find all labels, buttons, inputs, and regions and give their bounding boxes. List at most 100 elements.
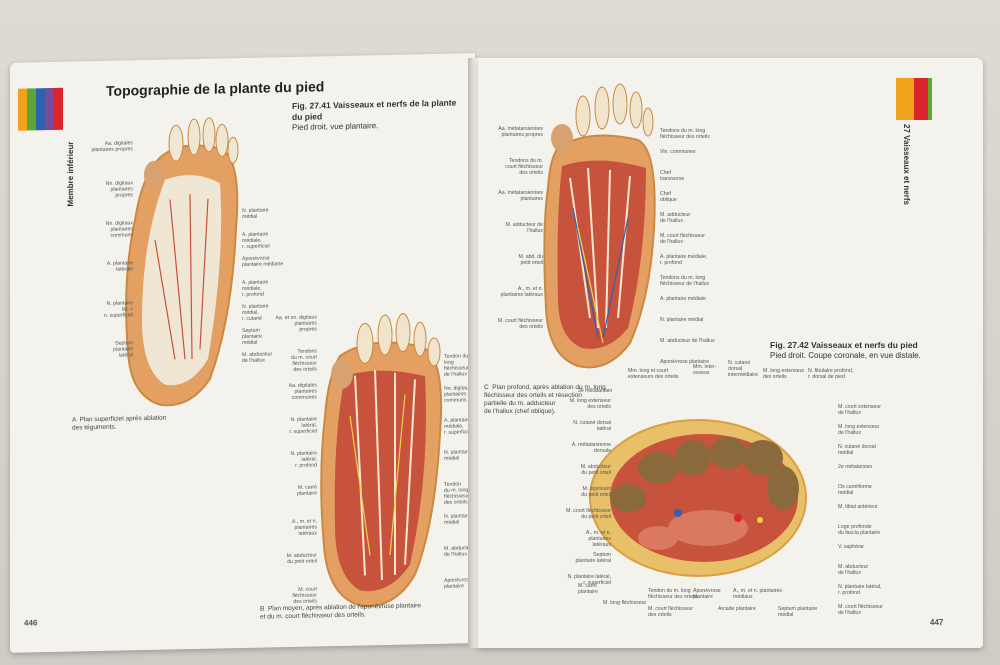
lbla-r-item: A. plantaire médiale, r. superficiel	[242, 231, 270, 251]
lbla-l-item: A. plantaire latérale	[106, 260, 133, 273]
lblb-l-item: N. plantaire latéral, r. profond	[290, 450, 317, 469]
lbld-l-item: A., m. et n. plantaires latéraux	[585, 530, 611, 548]
lbla-r-item: Septum plantaire médial	[242, 327, 262, 347]
lblb-l-item: M. abducteur du petit orteil	[286, 552, 317, 566]
lblc-r-item: N. plantaire médial	[660, 317, 704, 323]
lblc-r-item: A. plantaire médiale	[660, 296, 706, 302]
lbld-b-item: Aponévrose plantaire	[693, 588, 721, 600]
lbla-r-item: N. plantaire médial, r. cutané	[242, 303, 269, 323]
section-header-right: 27 Vaisseaux et nerfs	[902, 124, 911, 205]
lbla-l-item: Nn. digitaux plantaires propres	[105, 180, 133, 199]
lbld-t-item: Mm. long et court extenseurs des orteils	[628, 368, 679, 380]
figure-caption-right: Fig. 27.42 Vaisseaux et nerfs du pied Pi…	[770, 340, 970, 361]
lbld-t-item: M. long extenseur des orteils	[763, 368, 805, 380]
tab-red-2	[923, 78, 928, 120]
lbld-r-item: N. plantaire latéral, r. profond	[838, 584, 882, 596]
lblb-l-item: A., m. et n. plantaires latéraux	[291, 518, 317, 537]
lbla-r-item: Aponévrose plantaire médiane	[242, 255, 284, 269]
lbld-l-item: M. abducteur du petit orteil	[580, 464, 611, 476]
lbld-b-item: Tendon du m. long fléchisseur des orteil…	[648, 588, 698, 600]
lbla-l-item: Septum plantaire latéral	[113, 340, 133, 359]
lblb-l-item: N. plantaire latéral, r. superficiel	[289, 416, 317, 436]
tab-orange	[896, 78, 905, 120]
foot-illustration-a	[125, 117, 239, 407]
figure-title: Vaisseaux et nerfs du pied	[810, 340, 918, 350]
lbld-r-item: M. abducteur de l'hallux	[838, 564, 869, 576]
lbld-r-item: N. cutané dorsal médial	[838, 444, 876, 456]
left-page: Membre inférieur Topographie de la plant…	[10, 53, 475, 653]
lbld-l-item: N. plantaire latéral, r. superficiel	[567, 574, 611, 586]
lbld-t-item: N. fibulaire profond, r. dorsal de pied	[808, 368, 854, 380]
lbld-t-item: N. cutané dorsal intermédiaire	[728, 360, 758, 378]
foot-illustration-b	[320, 313, 443, 607]
right-page: 27 Vaisseaux et nerfs Aa. métatarsiennes…	[478, 58, 983, 648]
foot-illustration-c	[543, 83, 656, 369]
lblc-l-item: M. abd. du petit orteil	[518, 254, 543, 266]
lbla-l-item: N. plantaire lat. = n. superficiel	[103, 300, 133, 319]
caption-b: B Plan moyen, après ablation de l'aponév…	[260, 602, 421, 621]
lblb-l-item: M. carré plantaire	[297, 484, 317, 497]
lbld-l-item: M. court fléchisseur du petit orteil	[566, 508, 611, 520]
lblc-r-item: Vin. communes	[660, 149, 696, 155]
caption-c: C Plan profond, après ablation du m. lon…	[484, 384, 606, 415]
lblc-l-item: A., m. et n. plantaires latéraux	[500, 286, 543, 298]
lbld-r-item: Os cunéiforme médial	[838, 484, 872, 496]
lblb-r-item: N. plantaire médial	[444, 449, 471, 462]
color-tabs-right	[896, 78, 932, 120]
lbla-l-item: Nn. digitaux plantaires communs	[105, 220, 133, 239]
lblc-l-item: Aa. métatarsiennes plantaires propres	[498, 126, 543, 138]
lblc-l-item: Aa. métatarsiennes plantaires	[498, 190, 543, 202]
tab-orange-2	[905, 78, 914, 120]
lbld-l-item: Septum plantaire latéral	[575, 552, 611, 564]
lbld-r-item: M. long extenseur de l'hallux	[838, 424, 880, 436]
lbla-r-item: M. abducteur de l'hallux	[242, 351, 273, 365]
lbla-r-item: A. plantaire médiale, r. profond	[242, 279, 269, 299]
lbld-r-item: M. tibial antérieur	[838, 504, 878, 510]
lbla-r-item: N. plantaire médial	[242, 207, 269, 221]
caption-a: A Plan superficiel après ablation des té…	[72, 414, 167, 432]
lblb-l-item: Tendons du m. court fléchisseur des orte…	[291, 348, 317, 373]
lblc-l-item: M. court fléchisseur des orteils	[498, 318, 543, 330]
lbld-b-item: Septum plantaire médial	[778, 606, 818, 618]
lblb-r-item: Tendon du m. long fléchisseur des orteil…	[444, 481, 469, 506]
cross-section-illustration	[589, 419, 807, 577]
lblb-r-item: N. plantaire médial	[444, 513, 471, 526]
lbld-r-item: 2e métatarsien	[838, 464, 873, 470]
lbld-l-item: N. cutané dorsal latéral	[573, 420, 611, 432]
lblc-l-item: Tendons du m. court fléchisseur des orte…	[505, 158, 543, 176]
tab-green	[928, 78, 932, 120]
lblb-l-item: Aa. et nn. digitaux plantaires propres	[275, 314, 317, 333]
lblb-l-item: M. court fléchisseur des orteils	[292, 586, 317, 605]
lblc-r-item: Chef oblique	[660, 191, 677, 203]
lbld-t-item: Mm. inter- osseux	[693, 364, 717, 376]
lbla-l-item: Aa. digitales plantaires propres	[91, 140, 133, 154]
lbld-t-item: 3e métatarsien	[578, 388, 613, 394]
lblc-r-item: Tendons du m. long fléchisseur de l'hall…	[660, 275, 710, 287]
lbld-r-item: M. court fléchisseur de l'hallux	[838, 604, 883, 616]
lbld-l-item: M. long extenseur des orteils	[569, 398, 611, 410]
lblc-r-item: Chef transverse	[660, 170, 685, 182]
lblc-r-item: M. adducteur de l'hallux	[660, 212, 691, 224]
lblb-l-item: Aa. digitales plantaires communes	[288, 382, 317, 401]
lbld-b-item: Arcade plantaire	[718, 606, 756, 612]
lblc-r-item: M. court fléchisseur de l'hallux	[660, 233, 705, 245]
lbld-r-item: M. court extenseur de l'hallux	[838, 404, 881, 416]
lbld-b-item: M. carré plantaire	[578, 583, 598, 595]
lbld-b-item: M. long fléchisseur	[603, 600, 647, 606]
page-number: 446	[24, 618, 38, 628]
lbld-r-item: V. saphène	[838, 544, 864, 550]
lbld-r-item: Loge profonde du fascia plantaire	[838, 524, 881, 536]
lbld-l-item: M. opposant du petit orteil	[581, 486, 611, 498]
lbld-b-item: M. court fléchisseur des orteils	[648, 606, 693, 618]
figure-number: Fig. 27.42	[770, 340, 809, 350]
lblc-r-item: Aponévrose plantaire	[660, 359, 710, 365]
lblc-r-item: M. abducteur de l'hallux	[660, 338, 715, 344]
page-number-right: 447	[930, 618, 944, 627]
lblc-r-item: Tendons du m. long fléchisseur des ortei…	[660, 128, 710, 140]
lbld-b-item: A., m. et n. plantaires médiaux	[733, 588, 783, 600]
lbld-l-item: A. métatarsienne dorsale	[571, 442, 611, 454]
lblc-l-item: M. adducteur de l'hallux	[505, 222, 544, 234]
tab-red	[914, 78, 923, 120]
lblc-r-item: A. plantaire médiale, r. profond	[660, 254, 708, 266]
figure-subtitle: Pied droit. Coupe coronale, en vue dista…	[770, 351, 921, 360]
